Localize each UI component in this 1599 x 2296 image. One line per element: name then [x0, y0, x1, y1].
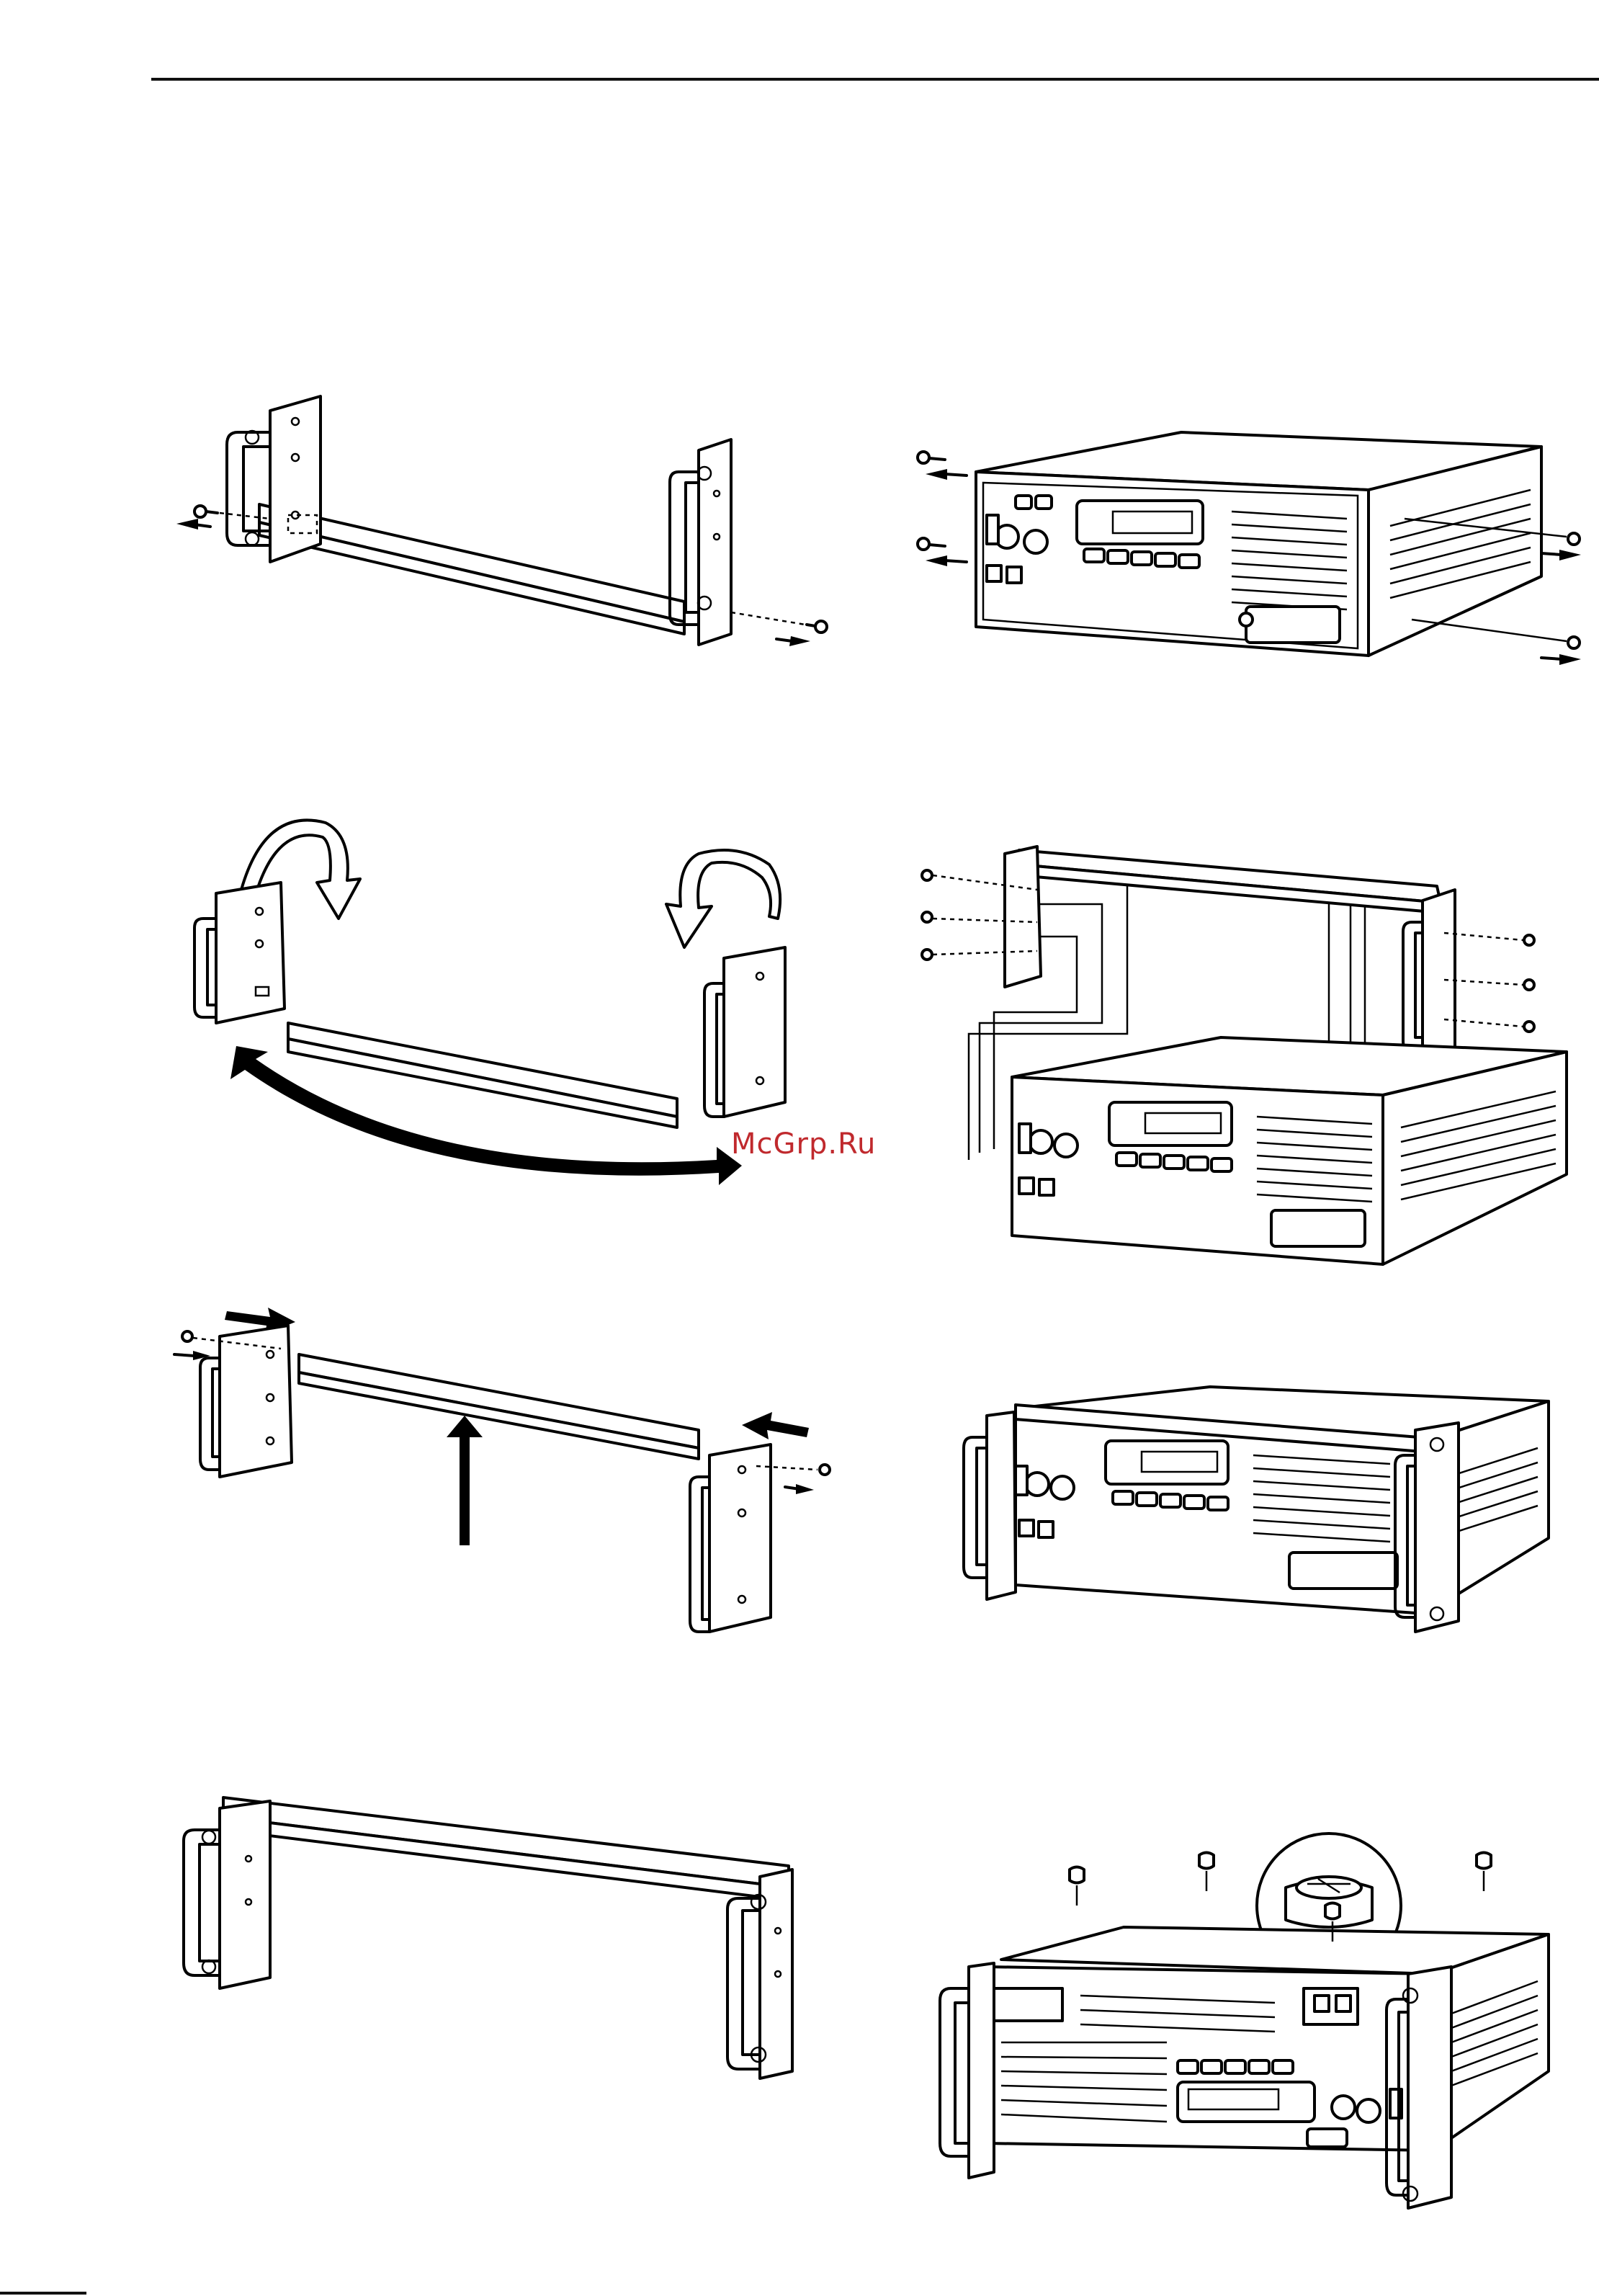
right-bracket — [704, 947, 785, 1117]
step-6-illustration — [958, 1383, 1549, 1650]
left-handle-bracket — [940, 1963, 994, 2178]
push-arrow-right — [742, 1412, 809, 1439]
step-1-illustration — [166, 393, 857, 666]
step-4-illustration — [918, 832, 1585, 1275]
left-bracket — [227, 396, 321, 562]
screw-left — [176, 506, 270, 530]
lift-arrow — [447, 1416, 483, 1545]
rotate-arrow-right — [666, 850, 780, 947]
footer-rule — [0, 2292, 86, 2295]
header-rule — [151, 78, 1599, 81]
left-bracket — [174, 1326, 292, 1477]
crossbar — [223, 1797, 789, 1900]
left-bracket — [922, 847, 1041, 987]
front-panel-display — [1077, 501, 1203, 544]
step-7-illustration — [176, 1787, 803, 2082]
right-bracket — [727, 1870, 792, 2078]
right-bracket — [1403, 890, 1534, 1059]
watermark-text: McGrp.Ru — [731, 1127, 876, 1161]
crossbar — [299, 1354, 699, 1459]
step-8-illustration — [929, 1833, 1556, 2223]
screw-right — [731, 612, 827, 646]
left-bracket — [184, 1801, 270, 1988]
crossbar — [259, 504, 684, 634]
right-bracket — [690, 1444, 830, 1632]
step-5-illustration — [166, 1297, 850, 1635]
transceiver-body — [1012, 1037, 1567, 1264]
step-2-illustration — [915, 418, 1592, 666]
transceiver-body-inverted — [987, 1927, 1549, 2150]
left-bracket — [194, 883, 285, 1023]
left-handle-bracket — [964, 1412, 1016, 1599]
step-3-illustration — [187, 814, 807, 1174]
